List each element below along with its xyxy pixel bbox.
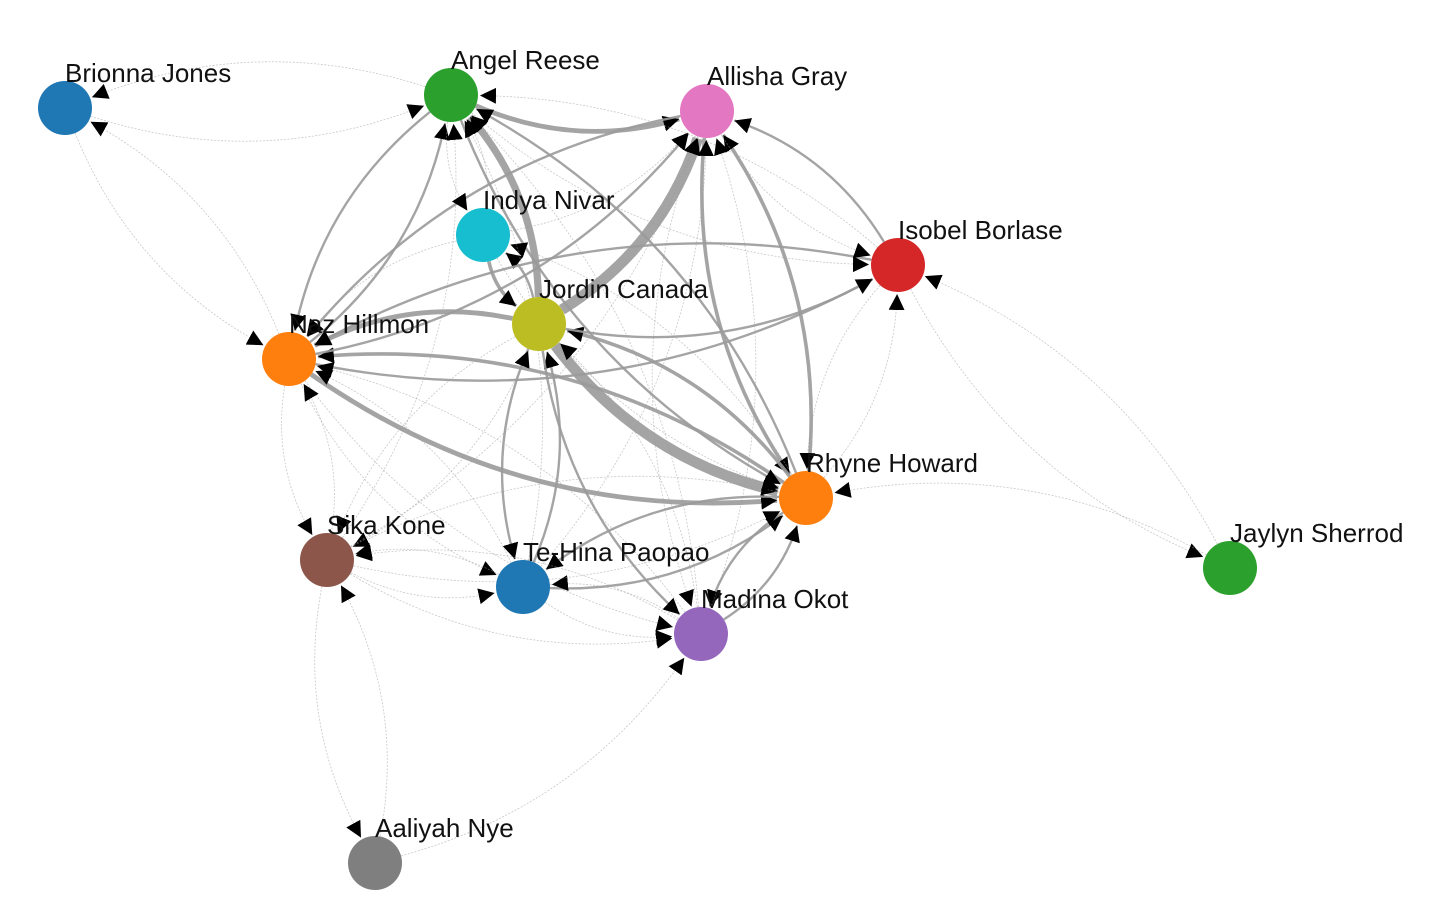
node-brionna[interactable]	[38, 81, 92, 135]
edge-tehina-to-naz	[315, 370, 512, 563]
edge-madina-to-jordin	[560, 343, 698, 608]
edge-angel-to-brionna	[91, 61, 426, 99]
edge-jordin-to-sika	[336, 336, 516, 534]
edge-jordin-to-angel	[467, 114, 542, 298]
edge-naz-to-brionna	[90, 121, 280, 335]
edge-angel-to-allisha	[474, 103, 680, 134]
node-label-madina: Madina Okot	[701, 584, 849, 614]
node-label-rhyne: Rhyne Howard	[806, 448, 978, 478]
edge-angel-to-indya	[446, 121, 468, 211]
edge-jordin-to-madina	[541, 350, 681, 616]
node-angel[interactable]	[424, 68, 478, 122]
node-layer	[38, 68, 1257, 890]
node-isobel[interactable]	[871, 238, 925, 292]
edge-jordin-to-isobel	[565, 278, 874, 339]
node-sika[interactable]	[300, 533, 354, 587]
edge-sika-to-naz	[303, 383, 335, 534]
edge-jaylyn-to-rhyne	[834, 482, 1207, 556]
edge-rhyne-to-sika	[352, 475, 780, 548]
edge-rhyne-to-angel	[475, 107, 798, 474]
edge-layer	[74, 61, 1218, 857]
edge-sika-to-rhyne	[353, 510, 781, 583]
edge-sika-to-aaliyah	[314, 586, 362, 838]
edge-jordin-to-naz	[313, 309, 514, 348]
edge-madina-to-tehina	[551, 575, 680, 620]
edge-sika-to-madina	[349, 573, 673, 649]
edge-aaliyah-to-madina	[400, 657, 685, 857]
edge-rhyne-to-naz	[317, 347, 785, 485]
edge-rhyne-to-indya	[510, 242, 793, 476]
edge-rhyne-to-allisha	[721, 133, 813, 472]
node-madina[interactable]	[674, 607, 728, 661]
edge-allisha-to-madina	[651, 136, 698, 607]
edge-isobel-to-allisha	[734, 118, 886, 243]
edge-tehina-to-angel	[464, 120, 543, 561]
edge-naz-to-madina	[304, 380, 673, 631]
edge-indya-to-rhyne	[496, 257, 779, 491]
edge-sika-to-allisha	[350, 138, 699, 547]
edge-rhyne-to-tehina	[545, 495, 780, 571]
node-label-brionna: Brionna Jones	[65, 58, 231, 88]
node-label-jaylyn: Jaylyn Sherrod	[1230, 518, 1403, 548]
edge-isobel-to-naz	[313, 242, 872, 347]
edge-isobel-to-jaylyn	[910, 288, 1204, 559]
node-allisha[interactable]	[680, 84, 734, 138]
edge-allisha-to-isobel	[720, 133, 871, 258]
edge-naz-to-sika	[281, 385, 313, 536]
edge-rhyne-to-isobel	[823, 293, 905, 478]
edge-jordin-to-tehina	[500, 348, 530, 560]
edge-sika-to-jordin	[350, 350, 530, 548]
edge-naz-to-tehina	[300, 383, 497, 576]
edge-naz-to-isobel	[315, 277, 874, 382]
edge-isobel-to-rhyne	[799, 285, 881, 470]
edge-indya-to-jordin	[487, 261, 518, 308]
edge-madina-to-allisha	[710, 138, 757, 609]
edge-angel-to-naz	[290, 110, 431, 331]
node-label-indya: Indya Nivar	[483, 185, 615, 215]
node-aaliyah[interactable]	[348, 836, 402, 890]
edge-sika-to-angel	[342, 123, 463, 539]
node-rhyne[interactable]	[779, 471, 833, 525]
edge-sika-to-tehina	[350, 572, 495, 605]
node-jordin[interactable]	[512, 297, 566, 351]
edge-naz-to-allisha	[315, 132, 690, 356]
node-naz[interactable]	[262, 332, 316, 386]
edge-madina-to-rhyne	[723, 525, 800, 621]
node-tehina[interactable]	[496, 560, 550, 614]
edge-naz-to-angel	[309, 123, 450, 344]
edge-brionna-to-angel	[90, 104, 425, 142]
node-label-sika: Sika Kone	[327, 510, 446, 540]
edge-madina-to-sika	[355, 545, 679, 621]
node-label-tehina: Te-Hina Paopao	[523, 537, 709, 567]
edge-rhyne-to-jordin	[566, 326, 792, 478]
edge-tehina-to-jordin	[532, 351, 562, 563]
node-label-naz: Naz Hillmon	[289, 309, 429, 339]
edge-madina-to-angel	[471, 115, 699, 608]
node-label-isobel: Isobel Borlase	[898, 215, 1063, 245]
edge-allisha-to-naz	[306, 114, 681, 338]
node-label-jordin: Jordin Canada	[539, 274, 709, 304]
edge-indya-to-naz	[306, 240, 457, 337]
node-label-aaliyah: Aaliyah Nye	[375, 813, 514, 843]
edge-tehina-to-madina	[544, 601, 673, 646]
node-jaylyn[interactable]	[1203, 541, 1257, 595]
edge-indya-to-angel	[466, 119, 488, 209]
edge-naz-to-rhyne	[309, 372, 778, 510]
edge-allisha-to-rhyne	[700, 137, 792, 476]
edge-jordin-to-indya	[505, 251, 535, 298]
edge-jordin-to-rhyne	[550, 342, 780, 497]
edge-aaliyah-to-sika	[340, 585, 388, 837]
edge-brionna-to-naz	[74, 132, 264, 346]
edge-indya-to-allisha	[509, 132, 689, 232]
node-label-angel: Angel Reese	[451, 45, 600, 75]
edge-tehina-to-sika	[355, 542, 500, 575]
node-indya[interactable]	[456, 208, 510, 262]
edge-angel-to-isobel	[471, 112, 870, 273]
edge-jaylyn-to-isobel	[924, 274, 1218, 545]
node-label-allisha: Allisha Gray	[707, 61, 847, 91]
edge-isobel-to-angel	[479, 87, 878, 248]
